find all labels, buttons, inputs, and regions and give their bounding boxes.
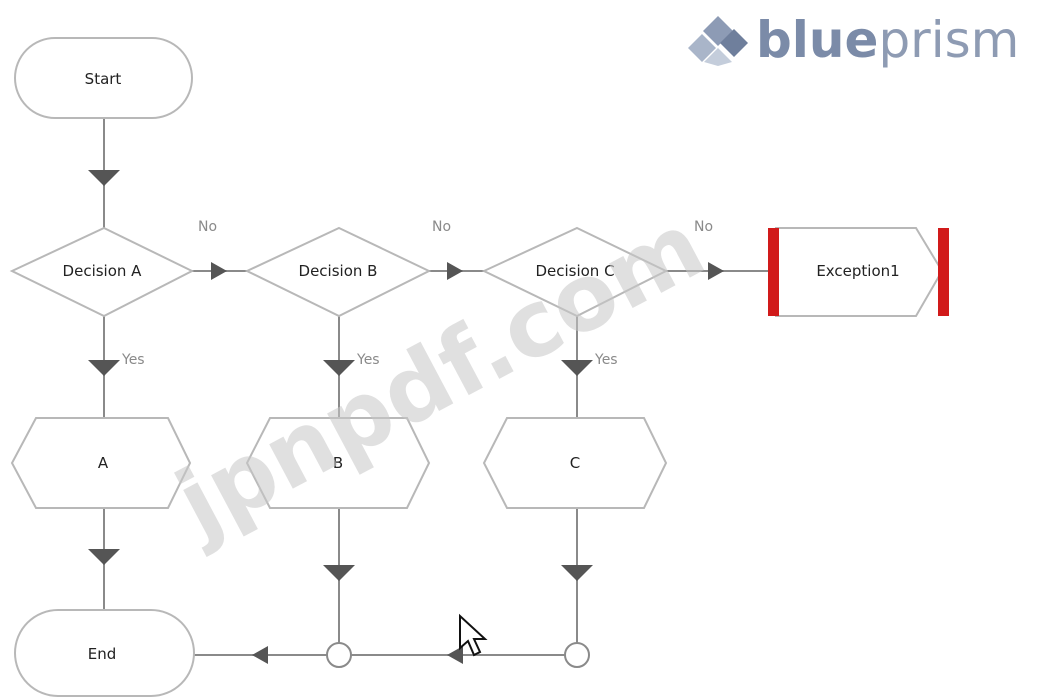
arrow-start-to-decision-a bbox=[88, 170, 120, 186]
logo-text: blueprism bbox=[756, 11, 1019, 69]
decision-b-label: Decision B bbox=[299, 262, 378, 280]
no-label-b: No bbox=[432, 219, 451, 235]
yes-label-c: Yes bbox=[594, 352, 618, 368]
arrow-decision-c-no bbox=[708, 262, 724, 280]
arrow-decision-a-yes bbox=[88, 360, 120, 376]
process-a-node[interactable]: A bbox=[10, 417, 192, 509]
mouse-pointer-icon bbox=[459, 613, 488, 657]
decision-c-node[interactable]: Decision C bbox=[481, 226, 669, 318]
start-node[interactable]: Start bbox=[14, 37, 193, 119]
arrow-bottom-middle bbox=[447, 646, 463, 664]
blueprism-logo: blueprism bbox=[688, 11, 1019, 69]
process-a-label: A bbox=[98, 454, 109, 472]
blueprism-diamond-logo-icon bbox=[688, 16, 748, 66]
exception-left-bar bbox=[768, 228, 779, 316]
arrow-decision-b-yes bbox=[323, 360, 355, 376]
process-b-label: B bbox=[333, 454, 343, 472]
no-label-c: No bbox=[694, 219, 713, 235]
decision-a-node[interactable]: Decision A bbox=[9, 226, 195, 318]
decision-b-node[interactable]: Decision B bbox=[244, 226, 432, 318]
exception-node[interactable]: Exception1 bbox=[768, 227, 949, 317]
anchor-b[interactable] bbox=[326, 642, 352, 668]
logo-text-light: prism bbox=[878, 11, 1019, 69]
arrow-b-down bbox=[323, 565, 355, 581]
arrow-a-to-end bbox=[88, 549, 120, 565]
process-c-node[interactable]: C bbox=[482, 417, 668, 509]
end-node-label: End bbox=[88, 645, 117, 663]
exception-label: Exception1 bbox=[816, 262, 899, 280]
arrow-decision-a-no bbox=[211, 262, 227, 280]
no-label-a: No bbox=[198, 219, 217, 235]
arrow-c-down bbox=[561, 565, 593, 581]
exception-right-bar bbox=[938, 228, 949, 316]
yes-label-b: Yes bbox=[356, 352, 380, 368]
arrow-decision-c-yes bbox=[561, 360, 593, 376]
process-c-label: C bbox=[570, 454, 580, 472]
arrow-decision-b-no bbox=[447, 262, 463, 280]
decision-c-label: Decision C bbox=[535, 262, 614, 280]
logo-text-bold: blue bbox=[756, 11, 878, 69]
process-b-node[interactable]: B bbox=[245, 417, 431, 509]
arrowheads bbox=[88, 170, 724, 664]
yes-label-a: Yes bbox=[121, 352, 145, 368]
arrow-bottom-left bbox=[252, 646, 268, 664]
end-node[interactable]: End bbox=[14, 609, 195, 697]
start-node-label: Start bbox=[85, 70, 122, 88]
anchor-c[interactable] bbox=[564, 642, 590, 668]
decision-a-label: Decision A bbox=[63, 262, 143, 280]
